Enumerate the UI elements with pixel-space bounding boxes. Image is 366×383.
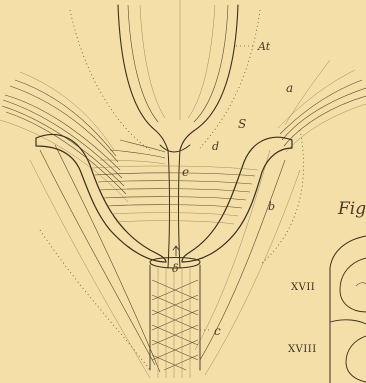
label-At: At (257, 40, 271, 53)
label-a: a (286, 81, 293, 95)
segment-label-XVII: XVII (291, 282, 315, 293)
label-S: S (238, 117, 246, 131)
label-b: b (268, 200, 275, 213)
label-d: d (212, 140, 219, 153)
segment-label-XVIII: XVIII (288, 344, 317, 355)
label-delta: δ (172, 262, 179, 275)
label-e: e (182, 165, 189, 179)
figure-caption: Fig (337, 199, 366, 219)
label-c: c (214, 324, 221, 338)
